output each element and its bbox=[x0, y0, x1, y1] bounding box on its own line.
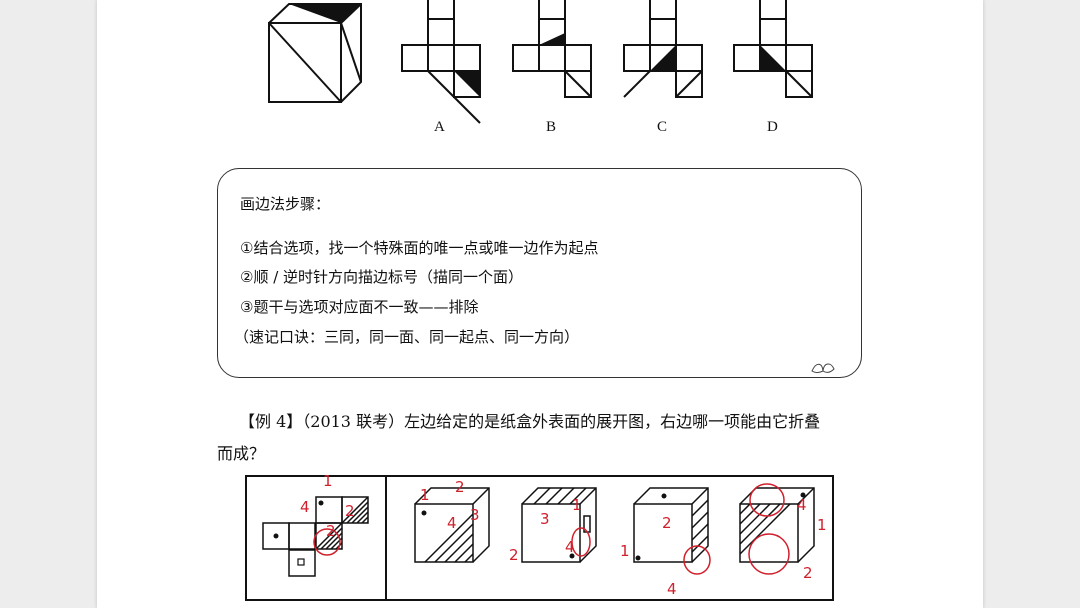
net-dot-b bbox=[318, 500, 324, 506]
method-step-3: ③题干与选项对应面不一致——排除 bbox=[240, 298, 479, 316]
example-option-cube-2 bbox=[521, 487, 597, 563]
annot-d-circle-1 bbox=[749, 483, 785, 517]
document-page: A B C D 画边法步骤： ①结合选项，找一个特殊面的唯一点或唯一边作为起点 … bbox=[97, 0, 983, 608]
figure-nets bbox=[401, 0, 813, 124]
option-label-b: B bbox=[546, 119, 557, 135]
annot-a-3: 4 bbox=[447, 514, 457, 532]
example-question-line2: 而成？ bbox=[217, 444, 266, 463]
annot-c-circle bbox=[683, 545, 711, 575]
net-dot-a bbox=[273, 533, 279, 539]
annot-d-2: 1 bbox=[817, 516, 827, 534]
annot-net-1: 1 bbox=[323, 472, 333, 490]
annot-d-3: 2 bbox=[803, 564, 813, 582]
net-a bbox=[401, 0, 481, 124]
annot-net-3: 2 bbox=[326, 522, 336, 540]
method-box-title: 画边法步骤： bbox=[240, 195, 331, 213]
annot-a-2: 2 bbox=[455, 478, 465, 496]
annot-b-1: 3 bbox=[540, 510, 550, 528]
annot-c-1: 1 bbox=[620, 542, 630, 560]
figure-cube-given bbox=[268, 3, 362, 103]
method-step-2: ②顺 / 逆时针方向描边标号（描同一个面） bbox=[240, 268, 524, 286]
net-d bbox=[733, 0, 813, 98]
option-label-c: C bbox=[657, 119, 668, 135]
annot-a-4: 3 bbox=[470, 506, 480, 524]
example-option-cube-3 bbox=[633, 487, 709, 563]
annot-b-3: 4 bbox=[565, 538, 575, 556]
annot-net-4: 2 bbox=[345, 502, 355, 520]
option-label-a: A bbox=[434, 119, 445, 135]
net-small-square bbox=[297, 558, 305, 566]
option-label-d: D bbox=[767, 119, 778, 135]
example-question-line1: 【例 4】（2013 联考）左边给定的是纸盒外表面的展开图，右边哪一项能由它折叠 bbox=[239, 412, 821, 431]
annot-b-circle bbox=[571, 527, 591, 557]
annot-a-1: 1 bbox=[420, 486, 430, 504]
annot-b-2: 2 bbox=[509, 546, 519, 564]
example-option-cube-1 bbox=[414, 487, 490, 563]
net-c bbox=[623, 0, 703, 98]
leaf-icon bbox=[811, 363, 835, 373]
method-box: 画边法步骤： ①结合选项，找一个特殊面的唯一点或唯一边作为起点 ②顺 / 逆时针… bbox=[217, 168, 862, 378]
annot-net-circle bbox=[313, 528, 341, 556]
annot-net-2: 4 bbox=[300, 498, 310, 516]
annot-c-3: 4 bbox=[667, 580, 677, 598]
annot-d-1: 4 bbox=[797, 496, 807, 514]
method-mnemonic: （速记口诀：三同，同一面、同一起点、同一方向） bbox=[234, 328, 580, 346]
net-b bbox=[512, 0, 592, 98]
annot-b-4: 1 bbox=[572, 496, 582, 514]
annot-c-2: 2 bbox=[662, 514, 672, 532]
example-net bbox=[262, 496, 369, 577]
method-step-1: ①结合选项，找一个特殊面的唯一点或唯一边作为起点 bbox=[240, 239, 599, 257]
annot-d-circle-2 bbox=[748, 533, 790, 575]
